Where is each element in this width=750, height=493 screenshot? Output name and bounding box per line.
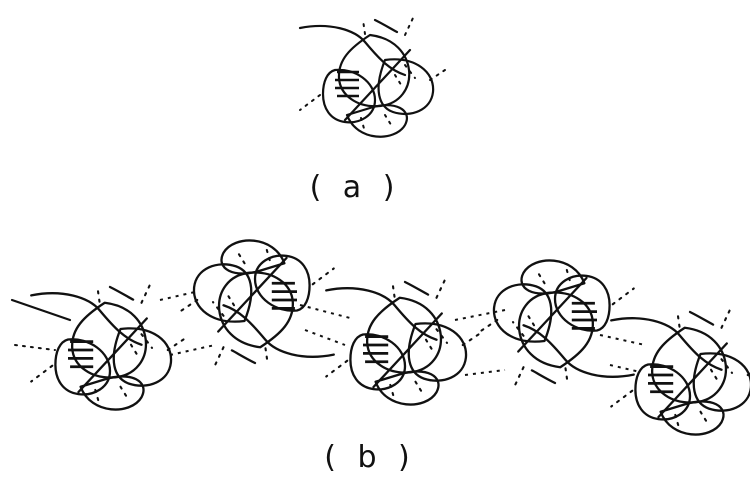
hbond-link <box>299 304 351 319</box>
unit-b1 <box>29 283 185 411</box>
hbond-link <box>159 291 196 301</box>
unit-b5 <box>609 308 750 436</box>
hbond-link <box>304 329 346 346</box>
chain-end <box>10 298 72 322</box>
unit-a <box>298 16 447 139</box>
chain-end <box>14 344 56 351</box>
hbond-link <box>609 364 641 373</box>
hbond-link <box>169 344 216 356</box>
unit-b3 <box>324 278 480 406</box>
panel-label-a: ( a ) <box>309 170 401 205</box>
panel-label-b: ( b ) <box>324 440 416 475</box>
hbond-link <box>599 334 646 346</box>
unit-b2 <box>180 239 336 367</box>
unit-b4 <box>480 259 636 387</box>
hbond-link <box>464 369 506 376</box>
hbond-link <box>454 309 506 321</box>
